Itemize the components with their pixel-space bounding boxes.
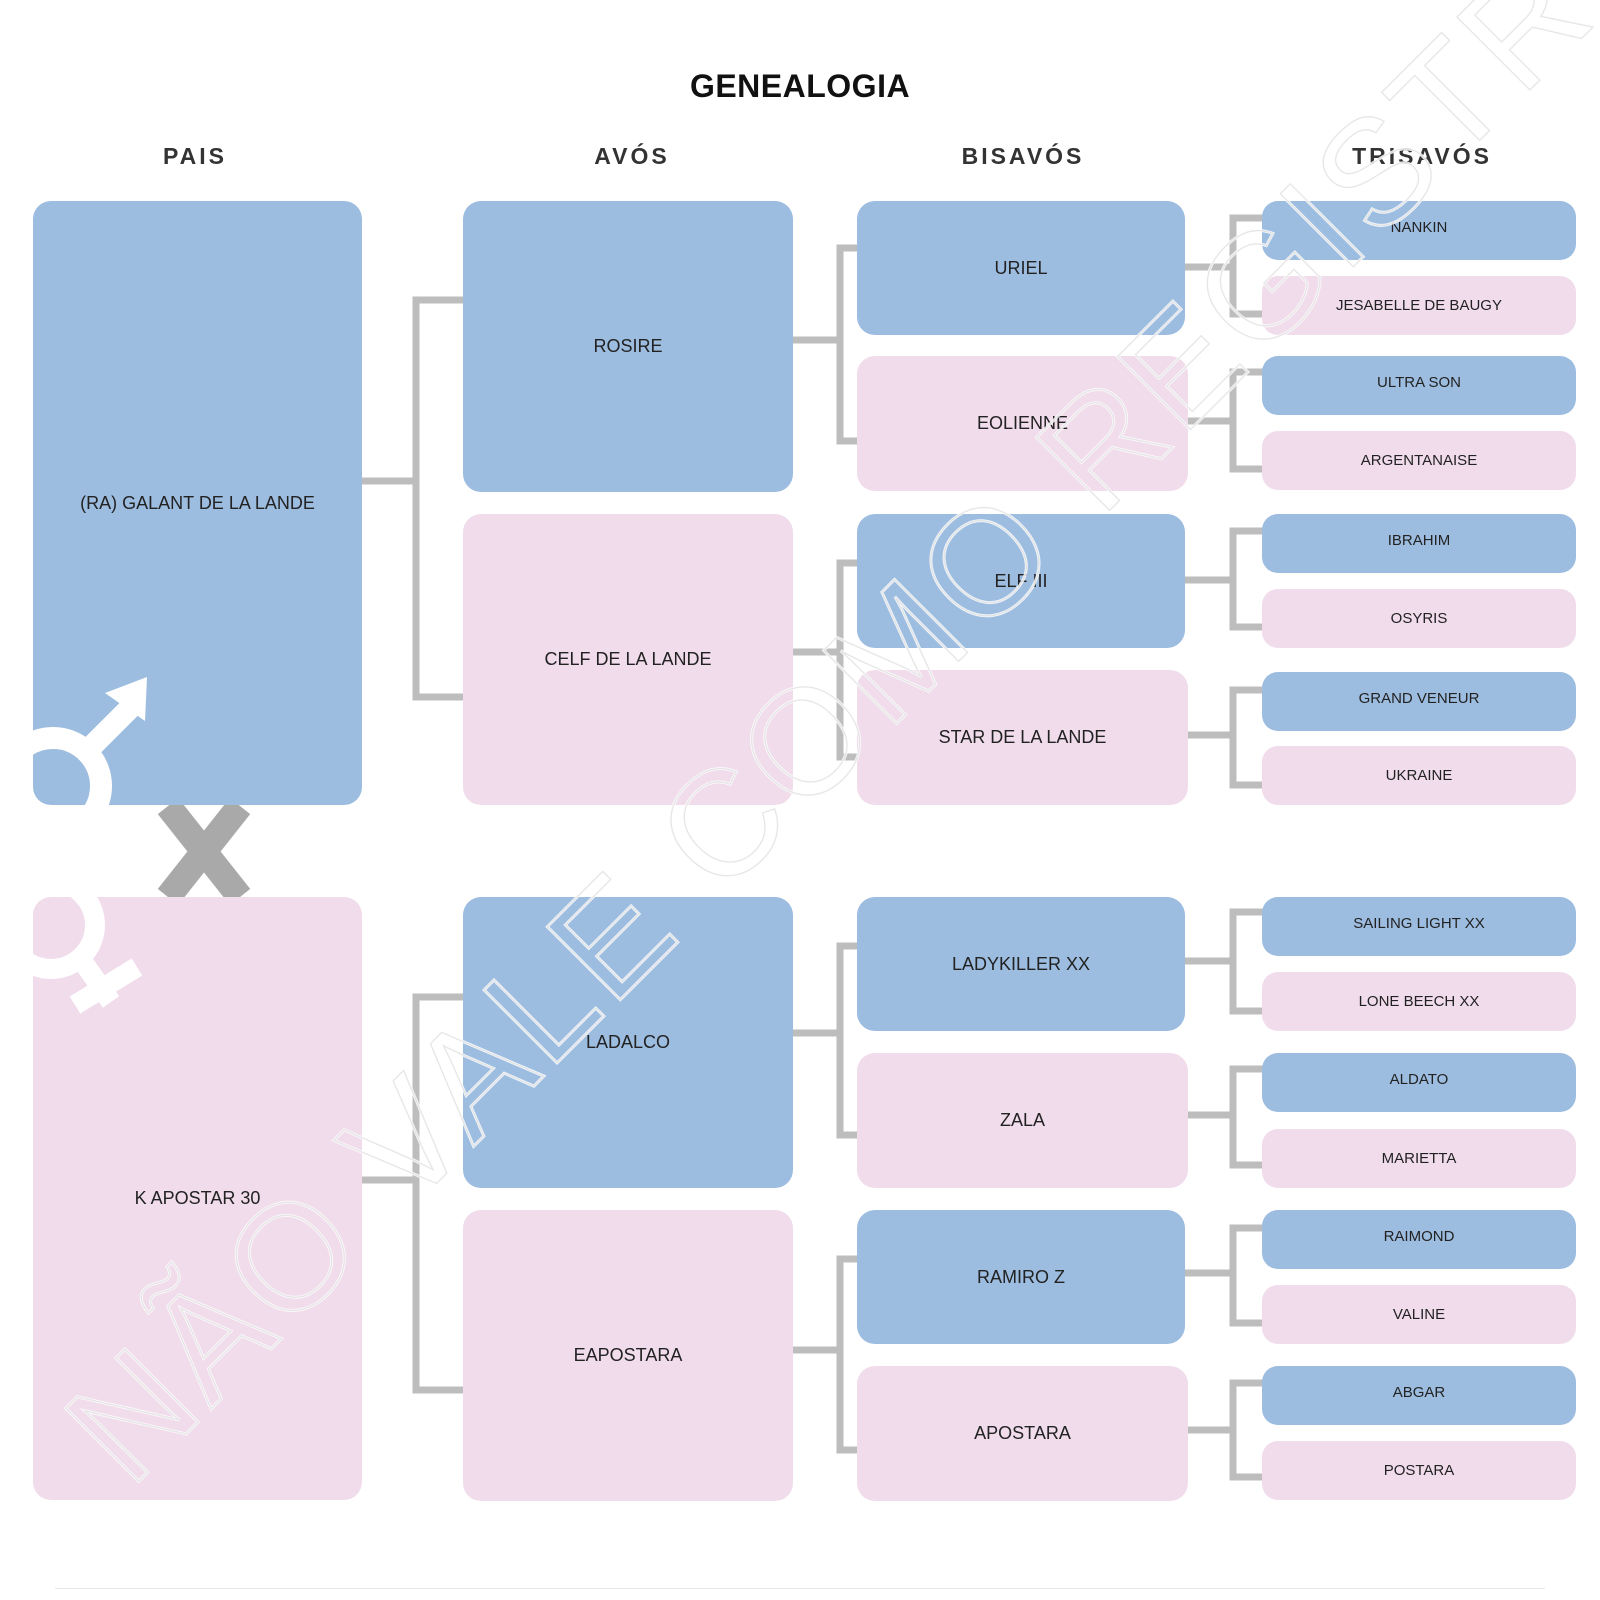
male-symbol-icon <box>33 677 147 805</box>
great-grandparent-box[interactable]: ZALA <box>857 1053 1188 1188</box>
great-great-grandparent-box[interactable]: LONE BEECH XX <box>1262 972 1576 1031</box>
great-grandparent-box[interactable]: LADYKILLER XX <box>857 897 1185 1031</box>
great-grandparent-name: EOLIENNE <box>976 413 1069 433</box>
great-great-grandparent-name: NANKIN <box>1390 219 1448 236</box>
great-grandparent-name: RAMIRO Z <box>977 1266 1065 1287</box>
grandparent-name: EAPOSTARA <box>573 1345 683 1365</box>
great-great-grandparent-box[interactable]: MARIETTA <box>1262 1129 1576 1188</box>
grandparent-box[interactable]: EAPOSTARA <box>463 1210 793 1501</box>
great-great-grandparent-name: ARGENTANAISE <box>1360 452 1478 469</box>
column-header-avos: AVÓS <box>594 143 670 169</box>
great-great-grandparent-name: MARIETTA <box>1381 1150 1457 1167</box>
great-great-grandparent-box[interactable]: JESABELLE DE BAUGY <box>1262 276 1576 335</box>
great-grandparent-name: ZALA <box>999 1110 1046 1130</box>
great-great-grandparent-box[interactable]: ULTRA SON <box>1262 356 1576 415</box>
great-great-grandparent-name: JESABELLE DE BAUGY <box>1336 297 1502 314</box>
great-great-grandparent-name: LONE BEECH XX <box>1358 993 1480 1010</box>
great-great-grandparent-name: SAILING LIGHT XX <box>1353 915 1485 932</box>
dam-name: K APOSTAR 30 <box>134 1188 261 1208</box>
great-great-grandparent-box[interactable]: OSYRIS <box>1262 589 1576 648</box>
grandparent-box[interactable]: ROSIRE <box>463 201 793 492</box>
grandparent-name: LADALCO <box>585 1032 671 1052</box>
great-grandparent-box[interactable]: APOSTARA <box>857 1366 1188 1501</box>
column-header-trisavos: TRISAVÓS <box>1352 143 1492 169</box>
great-great-grandparent-name: GRAND VENEUR <box>1358 690 1480 707</box>
great-great-grandparent-name: IBRAHIM <box>1387 532 1451 549</box>
great-great-grandparent-name: ULTRA SON <box>1377 374 1461 391</box>
cross-icon <box>157 797 251 906</box>
great-grandparent-box[interactable]: STAR DE LA LANDE <box>857 670 1188 805</box>
great-grandparent-name: STAR DE LA LANDE <box>938 727 1107 747</box>
great-great-grandparent-box[interactable]: ARGENTANAISE <box>1262 431 1576 490</box>
great-great-grandparent-box[interactable]: ABGAR <box>1262 1366 1576 1425</box>
great-great-grandparent-box[interactable]: GRAND VENEUR <box>1262 672 1576 731</box>
great-great-grandparent-name: ALDATO <box>1389 1071 1449 1088</box>
grandparent-box[interactable]: CELF DE LA LANDE <box>463 514 793 805</box>
great-grandparent-box[interactable]: URIEL <box>857 201 1185 335</box>
great-great-grandparent-box[interactable]: IBRAHIM <box>1262 514 1576 573</box>
great-great-grandparent-name: UKRAINE <box>1385 767 1453 784</box>
great-grandparent-box[interactable]: RAMIRO Z <box>857 1210 1185 1344</box>
great-great-grandparent-box[interactable]: VALINE <box>1262 1285 1576 1344</box>
sire-box[interactable]: (RA) GALANT DE LA LANDE <box>33 201 362 805</box>
great-grandparent-name: APOSTARA <box>974 1423 1071 1443</box>
great-grandparent-box[interactable]: EOLIENNE <box>857 356 1188 491</box>
female-symbol-icon <box>33 897 143 1014</box>
great-great-grandparent-box[interactable]: UKRAINE <box>1262 746 1576 805</box>
great-grandparent-name: LADYKILLER XX <box>951 953 1091 974</box>
great-great-grandparent-name: RAIMOND <box>1383 1228 1455 1245</box>
great-grandparent-name: URIEL <box>994 257 1048 278</box>
page-title: GENEALOGIA <box>689 68 911 104</box>
great-great-grandparent-box[interactable]: ALDATO <box>1262 1053 1576 1112</box>
column-header-bisavos: BISAVÓS <box>961 143 1085 169</box>
bottom-divider <box>55 1588 1545 1589</box>
great-grandparent-name: ELF III <box>994 570 1048 591</box>
great-great-grandparent-name: POSTARA <box>1383 1462 1455 1479</box>
great-great-grandparent-name: VALINE <box>1392 1306 1446 1323</box>
great-great-grandparent-box[interactable]: RAIMOND <box>1262 1210 1576 1269</box>
sire-name: (RA) GALANT DE LA LANDE <box>80 492 315 513</box>
great-great-grandparent-box[interactable]: POSTARA <box>1262 1441 1576 1500</box>
grandparent-box[interactable]: LADALCO <box>463 897 793 1188</box>
great-great-grandparent-box[interactable]: SAILING LIGHT XX <box>1262 897 1576 956</box>
great-great-grandparent-box[interactable]: NANKIN <box>1262 201 1576 260</box>
column-header-pais: PAIS <box>163 143 227 169</box>
great-grandparent-box[interactable]: ELF III <box>857 514 1185 648</box>
great-great-grandparent-name: ABGAR <box>1392 1384 1446 1401</box>
grandparent-name: ROSIRE <box>593 336 663 356</box>
grandparent-name: CELF DE LA LANDE <box>544 649 712 669</box>
great-great-grandparent-name: OSYRIS <box>1390 610 1448 627</box>
